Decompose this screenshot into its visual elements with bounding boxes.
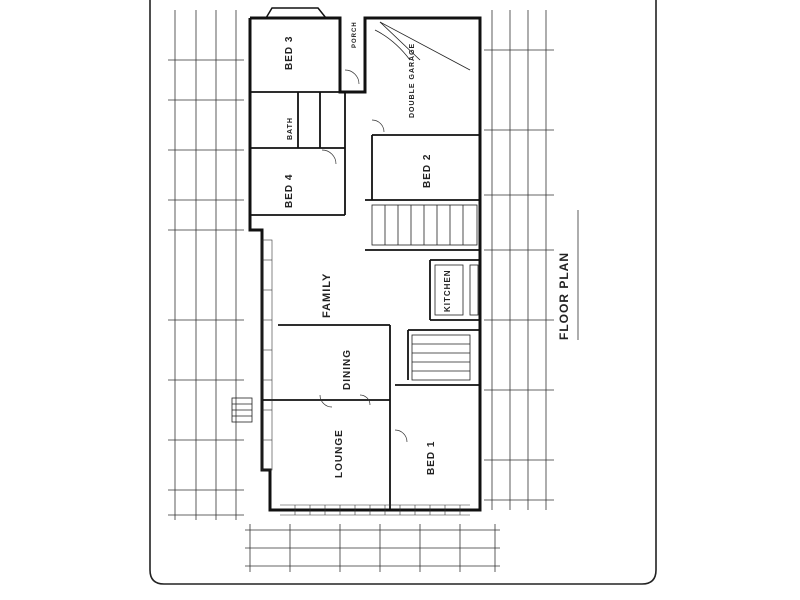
room-label-garage: DOUBLE GARAGE <box>409 43 416 118</box>
interior-walls <box>250 91 480 510</box>
room-label-family: FAMILY <box>321 273 333 318</box>
left-deck <box>261 239 273 471</box>
left-dimension-lines <box>168 10 244 520</box>
stairs <box>231 204 478 423</box>
bay-window <box>265 7 327 19</box>
bottom-dimension-lines <box>245 524 500 572</box>
room-label-bed3: BED 3 <box>284 36 295 70</box>
plan-title: FLOOR PLAN <box>557 252 571 340</box>
room-label-bed2: BED 2 <box>422 154 433 188</box>
room-label-bath: BATH <box>287 117 294 140</box>
sheet-border <box>149 0 657 585</box>
room-label-dining: DINING <box>342 349 353 390</box>
right-dimension-lines <box>484 10 554 510</box>
deck-hatching <box>280 504 470 516</box>
room-label-bed4: BED 4 <box>284 174 295 208</box>
door-swings <box>319 69 408 443</box>
room-label-bed1: BED 1 <box>426 441 437 475</box>
room-label-kitchen: KITCHEN <box>443 269 452 312</box>
room-label-porch: PORCH <box>352 21 358 48</box>
garage-door-lines <box>374 21 471 71</box>
kitchen-bench <box>434 264 479 316</box>
room-label-lounge: LOUNGE <box>334 429 345 478</box>
